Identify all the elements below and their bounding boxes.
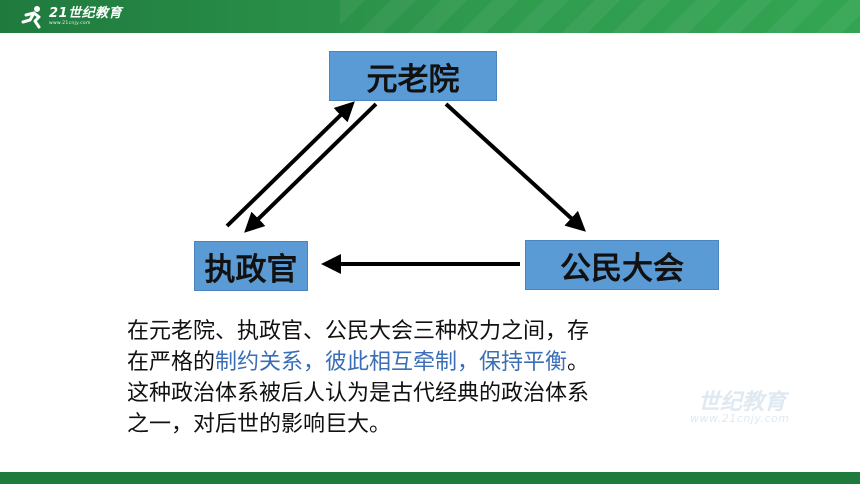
node-assembly: 公民大会 — [525, 240, 719, 290]
description-line-4: 之一，对后世的影响巨大。 — [127, 412, 392, 437]
header-bar: 21世纪教育 www.21cnjy.com — [0, 0, 860, 33]
watermark-text: 世纪教育 — [698, 390, 787, 415]
description-line-2: 在严格的制约关系，彼此相互牵制，保持平衡。 — [127, 347, 747, 378]
logo: 21世纪教育 www.21cnjy.com — [20, 3, 122, 30]
footer-bar — [0, 472, 860, 484]
description-paragraph: 在元老院、执政官、公民大会三种权力之间，存 在严格的制约关系，彼此相互牵制，保持… — [127, 316, 747, 440]
description-highlight: 制约关系，彼此相互牵制，保持平衡 — [215, 350, 568, 375]
watermark: 世纪教育 www.21cnjy.com — [690, 384, 830, 430]
arrow-senate-to-assembly — [444, 102, 586, 232]
logo-url: www.21cnjy.com — [49, 20, 91, 26]
node-consul: 执政官 — [194, 241, 308, 291]
logo-text: 21世纪教育 — [49, 5, 123, 21]
header-stripes — [340, 0, 860, 33]
arrow-consul-to-senate — [225, 101, 355, 228]
arrow-senate-to-consul — [244, 102, 378, 233]
watermark-url: www.21cnjy.com — [690, 412, 790, 425]
runner-icon — [21, 5, 41, 28]
node-senate: 元老院 — [329, 51, 497, 101]
description-line-1: 在元老院、执政官、公民大会三种权力之间，存 — [127, 319, 590, 344]
description-line-2-prefix: 在严格的 — [127, 350, 216, 375]
description-line-3: 这种政治体系被后人认为是古代经典的政治体系 — [127, 381, 590, 406]
description-line-2-suffix: 。 — [567, 350, 590, 375]
